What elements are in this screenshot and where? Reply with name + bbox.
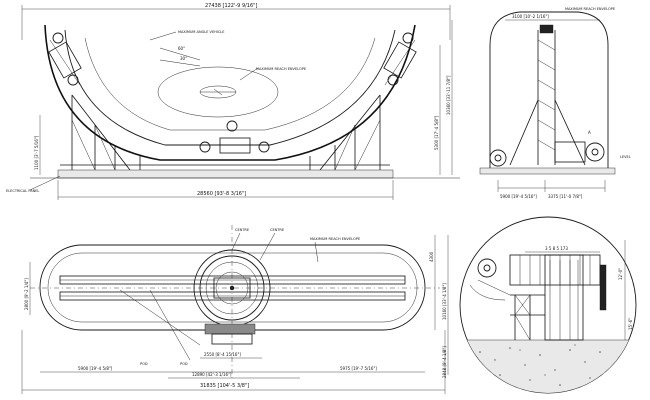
front-struts: [509, 99, 586, 166]
dim-front-right-text: 3375 [11'-0 7/8"]: [548, 194, 583, 199]
dim-front-top: 3100 [10'-2 1/16"]: [505, 14, 600, 21]
plan-rails: [59, 275, 406, 301]
plan-pod-block: [204, 323, 256, 335]
front-elevation-view: MAXIMUM REACH ENVELOPE 3100 [10'-2 1/16"…: [479, 7, 631, 199]
electrical-panel-label: ELECTRICAL PANEL: [6, 189, 39, 193]
dim-front-top-text: 3100 [10'-2 1/16"]: [512, 14, 549, 19]
plan-dim-right-text: 5975 [19'-7 5/16"]: [340, 366, 377, 371]
angle-label-60: 60°: [178, 46, 185, 51]
bowl-middle-line: [84, 37, 376, 131]
front-reach-label: MAXIMUM REACH ENVELOPE: [565, 7, 615, 11]
plan-pod-base: [211, 333, 253, 345]
plan-dim-height-left-text: 2800 [9'-2 1/4"]: [24, 278, 29, 310]
inner-ellipse-track: [157, 66, 279, 118]
front-level-label: LEVEL: [620, 155, 631, 159]
plan-dim-right-c-text: 2848 [9'-4 1/8"]: [442, 346, 447, 378]
dim-height-upper-text: 5300 [17'-4 5/8"]: [434, 115, 439, 150]
max-angle-label: MAXIMUM ANGLE VEHICLE: [178, 30, 224, 34]
front-cab: [554, 141, 586, 163]
angle-leader-lines: [159, 47, 201, 67]
plan-dim-left-text: 5900 [19'-4 5/8"]: [78, 366, 113, 371]
front-wheel-left: [489, 149, 507, 167]
detail-a-view: 3 5 8 5 173 12'-0" 15'-6": [459, 216, 637, 394]
max-angle-leader: [149, 31, 177, 41]
plan-leader-2: [149, 289, 191, 361]
dim-base-width: 28560 [93'-8 3/16"]: [57, 180, 394, 200]
detail-wheel: [469, 258, 511, 301]
detail-dim-right-b-text: 15'-6": [628, 318, 633, 330]
plan-dim-right-a-text: 4300: [429, 251, 434, 262]
plan-pod-label-a: POD: [140, 362, 148, 366]
detail-ground: [460, 339, 636, 393]
plan-dim-center-a-text: 2550 [8'-4 15/16"]: [204, 352, 241, 357]
side-ground-slab: [57, 169, 394, 179]
vehicle-center: [199, 120, 270, 154]
detail-dim-right-a-text: 12'-0": [618, 268, 623, 280]
plan-reach-label: MAXIMUM REACH ENVELOPE: [310, 237, 360, 241]
plan-centre-leader-a: [231, 232, 241, 251]
dim-height-main-text: 10360 [33'-11 7/8"]: [446, 75, 451, 115]
dim-height-lower: 1100 [3'-7 5/16"]: [34, 115, 41, 175]
plan-leader-1: [119, 289, 201, 346]
dim-base-width-text: 28560 [93'-8 3/16"]: [197, 191, 246, 197]
side-elevation-view: 27438 [122'-9 9/16"] 60° 30° MAXIMUM ANG…: [6, 3, 460, 200]
plan-centre-leader-b: [259, 232, 276, 261]
dim-total-width-text: 27438 [122'-9 9/16"]: [205, 3, 257, 9]
plan-centre-label-b: CENTRE: [270, 228, 284, 232]
bowl-inner-track: [64, 29, 396, 146]
dim-front-left-text: 5900 [19'-4 5/16"]: [500, 194, 537, 199]
support-truss: [60, 94, 390, 171]
dim-height-upper: 5300 [17'-4 5/8"]: [434, 45, 441, 175]
plan-reach-leader: [314, 241, 319, 263]
detail-dim-top-text: 3 5 8 5 173: [545, 246, 568, 251]
dim-total-width: 27438 [122'-9 9/16"]: [21, 3, 451, 40]
plan-dims-sides: 2800 [9'-2 1/4"] 4300 10160 [33'-4 1/8"]…: [24, 235, 449, 378]
plan-dim-right-b-text: 10160 [33'-4 1/8"]: [442, 283, 447, 320]
plan-pod-label-b: POD: [180, 362, 188, 366]
plan-dim-overall-text: 31835 [104'-5 3/8"]: [200, 383, 249, 389]
plan-centre-label-a: CENTRE: [235, 228, 249, 232]
vehicle-right: [383, 32, 417, 86]
plan-view: CENTRE CENTRE MAXIMUM REACH ENVELOPE POD…: [21, 225, 449, 394]
central-arrow: [200, 88, 236, 96]
max-reach-label-side: MAXIMUM REACH ENVELOPE: [256, 67, 306, 71]
plan-dim-center-b-text: 12890 [42'-3 1/16"]: [192, 372, 232, 377]
dim-height-lower-text: 1100 [3'-7 5/16"]: [34, 135, 39, 170]
front-ground-slab: [479, 167, 616, 175]
angle-label-30: 30°: [180, 56, 187, 61]
bowl-outer-track: [44, 24, 416, 161]
detail-callout-a: A: [588, 130, 591, 135]
front-wheel-right: [585, 142, 605, 162]
front-reach-envelope: [489, 11, 609, 170]
plan-stadium-inner: [47, 252, 418, 323]
electrical-panel-leader: [29, 175, 61, 191]
vehicle-left: [48, 32, 82, 86]
detail-structure: [509, 254, 607, 341]
dim-height-main: 10360 [33'-11 7/8"]: [446, 20, 453, 175]
max-reach-leader-side: [239, 67, 259, 81]
plan-dims-bottom: 5900 [19'-4 5/8"] 5975 [19'-7 5/16"] 255…: [21, 330, 446, 394]
front-mast: [537, 24, 556, 165]
dim-front-base: 5900 [19'-4 5/16"] 3375 [11'-0 7/8"]: [497, 180, 606, 199]
